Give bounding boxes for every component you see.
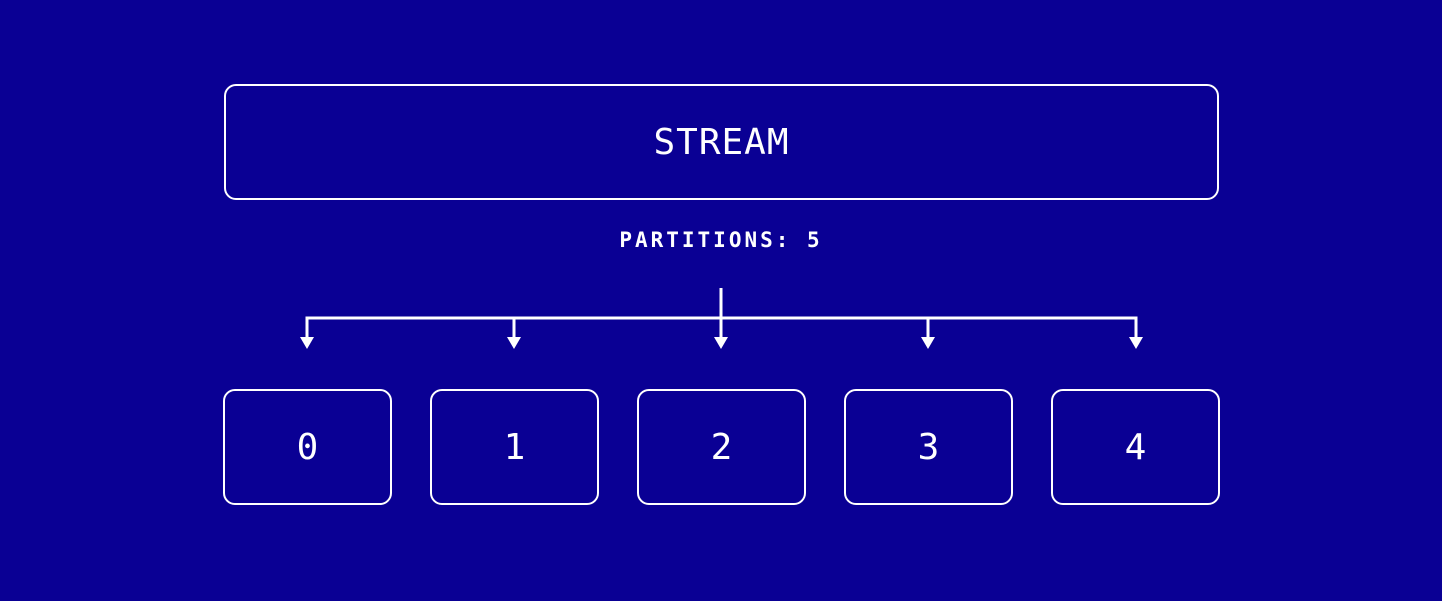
stream-label: STREAM	[653, 121, 790, 163]
partition-box-0: 0	[223, 389, 392, 505]
arrowhead-4	[1129, 337, 1143, 349]
partition-box-2: 2	[637, 389, 806, 505]
partition-label-2: 2	[710, 426, 733, 468]
arrowhead-2	[714, 337, 728, 349]
arrowheads	[300, 337, 1143, 349]
partition-label-1: 1	[503, 426, 526, 468]
partition-label-0: 0	[296, 426, 319, 468]
arrowhead-0	[300, 337, 314, 349]
stream-box: STREAM	[224, 84, 1219, 200]
arrowhead-3	[921, 337, 935, 349]
partitions-count-label: PARTITIONS: 5	[619, 228, 823, 252]
partition-box-4: 4	[1051, 389, 1220, 505]
partition-box-1: 1	[430, 389, 599, 505]
partition-label-4: 4	[1124, 426, 1147, 468]
partition-label-3: 3	[917, 426, 940, 468]
connector-lines	[305, 288, 1138, 339]
arrowhead-1	[507, 337, 521, 349]
partition-box-3: 3	[844, 389, 1013, 505]
